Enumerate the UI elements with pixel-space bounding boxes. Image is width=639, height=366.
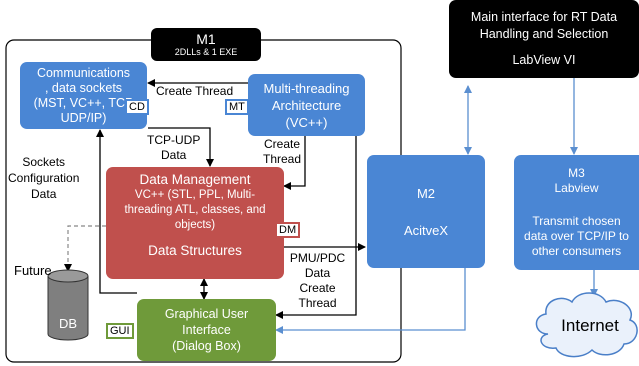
- dm-title: Data Management: [139, 172, 251, 187]
- labview-line-3: LabView VI: [512, 53, 576, 67]
- comm-line-2: , data sockets: [44, 80, 123, 95]
- m3-subtitle: Labview: [554, 181, 599, 195]
- db-label: DB: [58, 316, 78, 331]
- mt-tag: MT: [225, 99, 249, 115]
- create-thread-mid-line-2: Thread: [263, 152, 302, 166]
- labview-main-box: Main interface for RT Data Handling and …: [449, 0, 639, 78]
- gui-tag: GUI: [106, 323, 134, 339]
- future-label: Future: [14, 263, 52, 278]
- m2-box: M2 AcitveX: [367, 155, 485, 268]
- create-thread-mid-line-1: Create: [264, 137, 301, 151]
- m1-subtitle: 2DLLs & 1 EXE: [174, 46, 238, 57]
- sockets-config-label: Sockets Configuration Data: [8, 154, 79, 202]
- m1-title: M1: [196, 30, 216, 47]
- comm-line-3: (MST, VC++, TCP: [33, 95, 134, 110]
- comm-line-4: UDP/IP): [60, 110, 107, 125]
- communications-box: Communications , data sockets (MST, VC++…: [20, 62, 147, 129]
- pmu-line-1: PMU/PDC: [289, 251, 346, 265]
- tcp-udp-line-1: TCP-UDP: [147, 133, 201, 147]
- tcp-udp-label: TCP-UDP Data: [147, 133, 200, 163]
- mt-line-1: Multi-threading: [263, 80, 350, 96]
- m3-title: M3: [568, 166, 585, 180]
- pmu-line-2: Data: [304, 266, 331, 280]
- data-management-box: Data Management VC++ (STL, PPL, Multi- t…: [106, 167, 284, 279]
- m3-line-5: other consumers: [531, 244, 622, 258]
- labview-line-1: Main interface for RT Data: [470, 10, 618, 24]
- internet-label: Internet: [561, 316, 619, 335]
- gui-line-2: Interface: [182, 323, 231, 337]
- cd-tag: CD: [125, 99, 149, 115]
- tcp-udp-line-2: Data: [160, 148, 187, 162]
- comm-line-1: Communications: [36, 65, 131, 80]
- create-thread-mid-label: Create Thread: [263, 137, 301, 167]
- sockets-line-3: Data: [31, 187, 57, 201]
- dm-line-2: VC++ (STL, PPL, Multi-: [134, 189, 256, 201]
- mt-line-2: Architecture: [271, 97, 342, 113]
- m2-title: M2: [416, 185, 436, 201]
- dm-line-4: objects): [174, 219, 216, 231]
- m1-header: M1 2DLLs & 1 EXE: [151, 28, 261, 61]
- dm-subtitle: Data Structures: [148, 243, 242, 258]
- pmu-pdc-label: PMU/PDC Data Create Thread: [285, 251, 350, 311]
- create-thread-top-label: Create Thread: [156, 84, 234, 98]
- dm-tag: DM: [275, 222, 301, 238]
- multithreading-box: Multi-threading Architecture (VC++): [248, 74, 365, 136]
- sockets-line-1: Sockets: [22, 155, 66, 169]
- db-cylinder-shape: [47, 269, 89, 341]
- gui-box: Graphical User Interface (Dialog Box): [137, 299, 276, 361]
- sockets-line-2: Configuration: [8, 171, 80, 185]
- m3-box: M3 Labview Transmit chosen data over TCP…: [514, 155, 639, 270]
- pmu-line-4: Thread: [298, 296, 337, 310]
- gui-line-3: (Dialog Box): [172, 339, 241, 353]
- pmu-line-3: Create: [299, 281, 336, 295]
- gui-line-1: Graphical User: [164, 307, 249, 321]
- m2-subtitle: AcitveX: [403, 222, 449, 238]
- m3-line-4: data over TCP/IP to: [524, 229, 629, 243]
- dm-line-3: threading ATL, classes, and: [124, 204, 266, 216]
- mt-line-3: (VC++): [285, 114, 328, 130]
- labview-line-2: Handling and Selection: [479, 27, 609, 41]
- internet-cloud-shape: [535, 292, 638, 358]
- m3-line-3: Transmit chosen: [532, 214, 621, 228]
